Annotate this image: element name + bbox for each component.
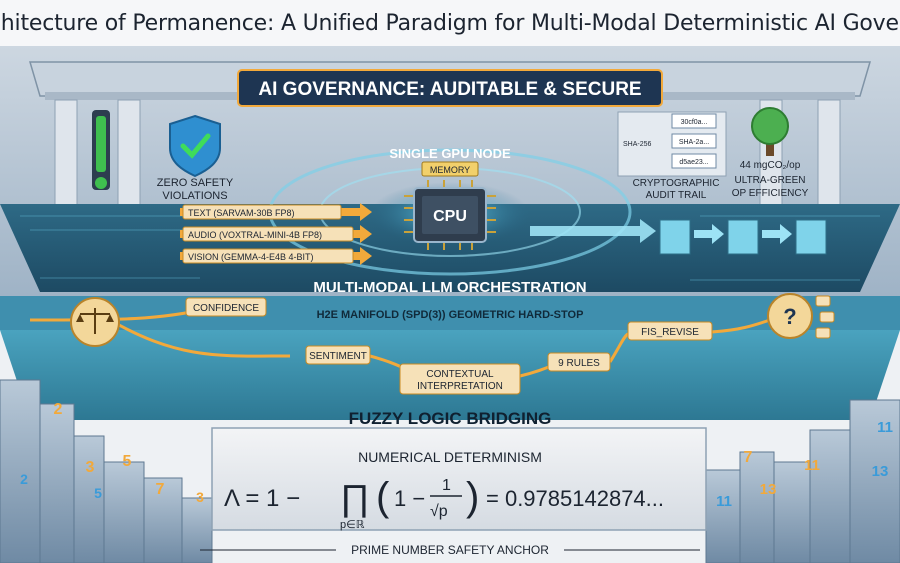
efficiency-label-line1: ULTRA-GREEN [735,175,806,186]
input-vision-label: VISION (GEMMA-4-E4B 4-BIT) [188,252,314,262]
pillar-number: 11 [877,419,893,436]
input-text-label: TEXT (SARVAM-30B FP8) [188,208,295,218]
pillar-number: 3 [196,489,204,505]
pillar-number: 11 [716,493,732,510]
hash-2: SHA-2a... [679,139,709,146]
formula-den: √p [430,503,448,520]
pillar-number: 7 [156,481,165,498]
formula-one: 1 − [394,486,425,511]
pillar-number: 3 [86,459,95,476]
orchestration-label: MULTI-MODAL LLM ORCHESTRATION [313,279,586,296]
paren-close: ) [466,475,479,519]
fuzzy-label: FUZZY LOGIC BRIDGING [349,409,552,428]
formula-num: 1 [442,477,451,494]
checkmark-icon [180,133,211,159]
pillar-number: 5 [94,485,102,501]
rules-box [547,352,611,372]
sentiment-label: SENTIMENT [309,351,367,362]
banner-text: AI GOVERNANCE: AUDITABLE & SECURE [258,79,641,100]
pillar-number: 7 [744,449,753,466]
product-icon: ∏ [340,477,370,518]
manifold-label: H2E MANIFOLD (SPD(3)) GEOMETRIC HARD-STO… [317,309,584,321]
formula-rhs: = 0.9785142874... [486,486,664,511]
pillar-number: 2 [54,401,63,418]
formula-sum: p∈ℝ [340,519,365,531]
efficiency-value: 44 mgCO₂/op [740,160,801,171]
hash-3: d5ae23... [679,159,708,166]
contextual-box [399,363,521,395]
safety-label-line1: ZERO SAFETY [157,177,234,189]
output-flow [530,219,827,255]
memory-label: MEMORY [430,165,470,175]
input-audio-box [182,226,354,242]
gpu-title: SINGLE GPU NODE [389,146,511,161]
anchor-label: PRIME NUMBER SAFETY ANCHOR [351,543,549,557]
pillar-number: 2 [20,471,28,487]
audit-label-line1: CRYPTOGRAPHIC [633,178,720,189]
efficiency-block: 44 mgCO₂/op ULTRA-GREEN OP EFFICIENCY [732,107,809,199]
efficiency-label-line2: OP EFFICIENCY [732,188,809,199]
svg-text:?: ? [783,304,796,329]
rules-label: 9 RULES [558,358,600,369]
cpu-label: CPU [433,208,467,225]
input-vision-box [182,248,354,264]
formula-lhs: Λ = 1 − [224,485,300,512]
anchor-label-bg [336,541,564,559]
pillar-number: 13 [760,481,777,498]
diagram-canvas: AI GOVERNANCE: AUDITABLE & SECURE ZERO S… [0,46,900,563]
safety-block: ZERO SAFETY VIOLATIONS [92,110,234,202]
pillar-number: 13 [872,463,889,480]
hash-1: 30cf0a... [681,119,708,126]
page-title-bar: Architecture of Permanence: A Unified Pa… [0,0,900,46]
page-title: Architecture of Permanence: A Unified Pa… [0,10,900,36]
hash-algo: SHA-256 [623,141,652,148]
formula: Λ = 1 − ∏ p∈ℝ ( 1 − 1 √p ) = 0.978514287… [224,475,664,531]
confidence-box [185,297,267,317]
input-audio-label: AUDIO (VOXTRAL-MINI-4B FP8) [188,230,322,240]
decision-icon: ? [767,293,835,339]
left-pillars [0,379,213,563]
banner-box [237,69,663,107]
contextual-label-line2: INTERPRETATION [417,381,503,392]
shield-icon [169,114,221,178]
pillar-number: 5 [123,453,132,470]
revise-box [627,321,713,341]
tree-icon [751,107,789,145]
cpu-chip [404,180,496,250]
sentiment-box [305,345,371,365]
numerical-slab [211,427,707,531]
audit-label-line2: AUDIT TRAIL [646,190,707,201]
right-pillars [705,399,900,563]
memory-chip [421,161,479,177]
input-text-box [182,204,342,220]
revise-label: FIS_REVISE [641,327,699,338]
confidence-label: CONFIDENCE [193,303,259,314]
pillar-number: 11 [804,457,820,474]
scale-icon [70,297,120,347]
safety-label-line2: VIOLATIONS [162,190,227,202]
paren-open: ( [376,475,390,519]
numerical-title: NUMERICAL DETERMINISM [358,449,542,465]
contextual-label-line1: CONTEXTUAL [426,369,494,380]
audit-block: SHA-256 30cf0a... SHA-2a... d5ae23... CR… [617,111,727,201]
